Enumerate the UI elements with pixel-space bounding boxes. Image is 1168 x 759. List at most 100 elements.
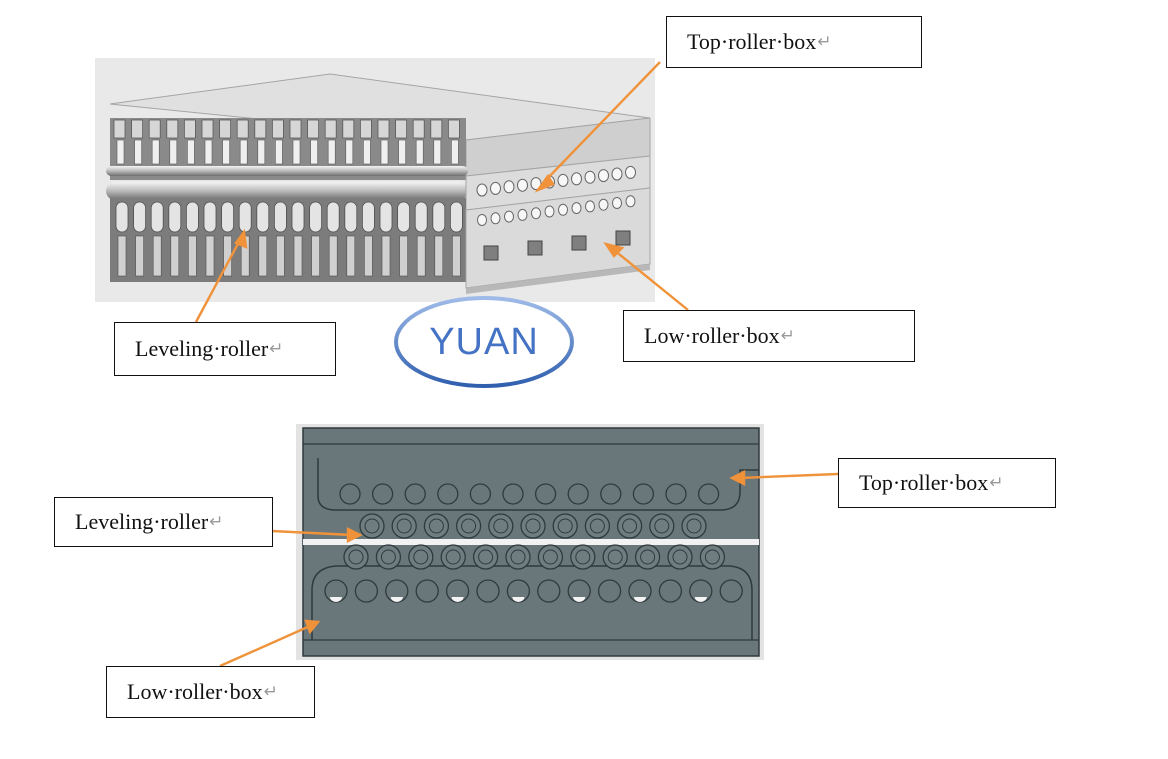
section-roller <box>445 579 470 603</box>
top-tooth <box>324 119 337 139</box>
arrow-icon <box>729 470 746 486</box>
leveling-roller-core <box>428 518 444 534</box>
leveling-roller <box>699 544 726 570</box>
top-tooth <box>377 119 390 139</box>
return-mark-icon: ↵ <box>209 512 224 531</box>
section-roller <box>658 579 683 603</box>
return-mark-icon: ↵ <box>989 473 1004 492</box>
label-low-roller-box-upper: Low·roller·box↵ <box>623 310 915 362</box>
low-roller-stub <box>379 201 393 233</box>
top-tooth <box>271 119 284 139</box>
leveling-roller <box>537 544 564 570</box>
top-tooth-lower <box>222 139 230 165</box>
leveling-roller <box>408 544 434 570</box>
label-top-roller-box-lower: Top·roller·box↵ <box>838 458 1056 508</box>
side-hole <box>544 205 555 218</box>
top-tooth-lower <box>151 139 160 165</box>
leveling-roller-core <box>622 518 638 534</box>
leveling-roller-core <box>478 549 494 565</box>
leveling-roller-core <box>607 549 623 565</box>
side-slot <box>571 235 587 251</box>
low-roller-leg <box>452 235 461 277</box>
top-tooth <box>201 119 214 139</box>
low-roller-stub <box>238 201 252 233</box>
leveling-roller-core <box>557 518 573 534</box>
section-top-rollers <box>339 483 720 505</box>
section-roller <box>697 483 720 505</box>
section-roller <box>415 579 439 603</box>
side-hole <box>598 198 609 211</box>
leveling-roller-core <box>461 518 477 534</box>
roller-highlight <box>634 597 646 602</box>
top-tooth-lower <box>398 139 406 165</box>
leveling-roller <box>505 544 531 570</box>
low-roller-stub <box>344 201 358 233</box>
side-hole <box>612 197 622 209</box>
section-roller <box>469 483 492 505</box>
low-box-contour <box>311 565 753 640</box>
low-roller-stub <box>221 201 235 233</box>
upper-rod <box>106 166 468 176</box>
section-roller <box>600 483 622 505</box>
low-side-slots <box>483 230 631 261</box>
roller-highlight <box>390 597 403 602</box>
low-roller-stub <box>150 201 164 233</box>
top-tooth-lower <box>327 139 336 165</box>
leveling-roller-core <box>493 518 509 534</box>
side-hole <box>557 173 569 187</box>
leveling-roller-core <box>542 549 558 565</box>
leveling-roller <box>649 513 675 539</box>
section-roller <box>502 483 524 505</box>
top-tooth <box>254 119 267 139</box>
label-leveling-roller-upper: Leveling·roller↵ <box>114 322 336 376</box>
low-roller-stub <box>326 201 340 233</box>
section-roller <box>404 483 426 505</box>
top-box-teeth <box>113 119 460 165</box>
top-tooth <box>289 119 302 139</box>
side-hole <box>625 165 636 179</box>
leveling-roller-core <box>575 549 591 565</box>
section-roller <box>476 579 500 603</box>
label-leveling-roller-lower: Leveling·roller↵ <box>54 497 273 547</box>
roller-highlight <box>451 597 464 602</box>
section-roller <box>437 483 459 505</box>
leveling-roller <box>472 544 499 570</box>
low-roller-stub <box>361 201 375 233</box>
low-roller-leg <box>416 235 426 277</box>
top-tooth-lower <box>451 139 459 165</box>
label-text: Low·roller·box <box>127 679 263 704</box>
side-hole <box>490 212 501 225</box>
arrow-icon <box>534 173 555 193</box>
low-roller-leg <box>205 235 215 277</box>
side-hole <box>584 170 596 184</box>
top-tooth-lower <box>134 139 142 165</box>
low-roller-stub <box>414 201 428 233</box>
low-roller-leg <box>311 235 320 277</box>
low-roller-stub <box>203 201 217 233</box>
leveling-roller <box>488 513 514 539</box>
top-tooth <box>219 119 232 139</box>
arrow-icon <box>304 619 321 635</box>
leveling-roller-core <box>672 549 688 565</box>
side-hole <box>531 207 541 220</box>
top-tooth-lower <box>116 139 125 165</box>
leveling-roller <box>423 513 450 539</box>
low-roller-leg <box>135 235 144 277</box>
section-roller <box>567 483 589 505</box>
section-roller <box>354 579 379 603</box>
arrow-icon <box>194 239 242 323</box>
leveling-roller <box>343 544 369 570</box>
top-tooth <box>148 119 161 139</box>
top-tooth-lower <box>169 139 178 165</box>
top-tooth-lower <box>187 139 195 165</box>
roller-highlight <box>573 597 586 602</box>
low-roller-stub <box>273 201 287 233</box>
section-roller <box>632 483 655 505</box>
low-roller-leg <box>381 235 391 277</box>
roller-highlight <box>330 597 342 602</box>
side-hole <box>530 177 542 191</box>
low-roller-stub <box>168 201 182 233</box>
low-roller-leg <box>258 235 268 277</box>
leveling-roller-core <box>396 518 412 534</box>
